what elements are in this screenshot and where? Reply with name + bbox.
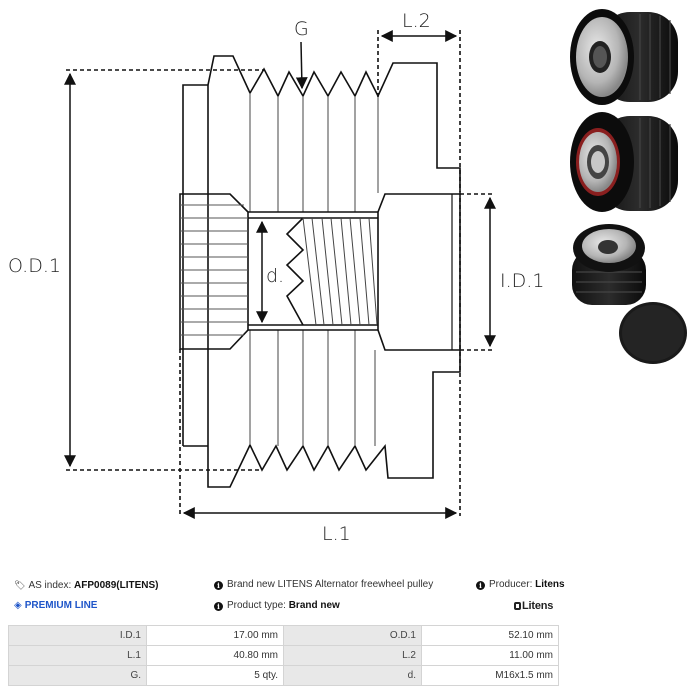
spline-hub — [179, 193, 249, 350]
threaded-bore — [248, 211, 378, 331]
litens-logo-icon — [514, 602, 521, 610]
litens-logo: Litens — [514, 600, 553, 612]
info-icon: i — [214, 602, 223, 611]
spec-label: G. — [8, 665, 147, 686]
info-icon: i — [214, 581, 223, 590]
spec-label: I.D.1 — [8, 625, 147, 646]
as-index-value: AFP0089(LITENS) — [74, 580, 159, 591]
tag-icon: 🏷︎ — [14, 580, 26, 590]
spec-value: 17.00 mm — [146, 625, 284, 646]
l2-label: L.2 — [402, 10, 431, 32]
groove-label: G — [294, 18, 309, 40]
thread-label: d. — [266, 265, 284, 287]
spec-label: L.1 — [8, 645, 147, 666]
as-index: 🏷︎AS index: AFP0089(LITENS) — [14, 580, 159, 591]
diamond-icon: ◈ — [14, 600, 22, 611]
spec-value: 11.00 mm — [421, 645, 559, 666]
spec-value: 5 qty. — [146, 665, 284, 686]
table-row: I.D.1 17.00 mm O.D.1 52.10 mm — [8, 625, 559, 646]
od-label: O.D.1 — [8, 255, 61, 277]
premium-line-link[interactable]: ◈PREMIUM LINE — [14, 600, 98, 611]
pulley-outline-bottom — [207, 350, 461, 488]
table-row: L.1 40.80 mm L.2 11.00 mm — [8, 645, 559, 666]
spec-value: 40.80 mm — [146, 645, 284, 666]
spec-label: O.D.1 — [283, 625, 422, 646]
pulley-technical-drawing: G L.2 O.D.1 I.D.1 d. L.1 — [8, 10, 544, 545]
spec-value: 52.10 mm — [421, 625, 559, 646]
info-icon: i — [476, 581, 485, 590]
producer-value: Litens — [535, 579, 565, 590]
spec-label: d. — [283, 665, 422, 686]
product-photos — [570, 9, 687, 364]
spec-table: I.D.1 17.00 mm O.D.1 52.10 mm L.1 40.80 … — [8, 625, 559, 686]
pulley-outline-top — [207, 55, 461, 192]
left-flange — [182, 84, 208, 446]
product-type-value: Brand new — [288, 600, 340, 611]
bearing-hub — [377, 193, 461, 351]
pulley-bearing-view-photo — [570, 112, 678, 212]
thread-profile — [285, 217, 305, 326]
id-label: I.D.1 — [500, 270, 544, 292]
pulley-small-view-photo — [572, 224, 646, 305]
spec-value: M16x1.5 mm — [421, 665, 559, 686]
l1-label: L.1 — [322, 523, 351, 545]
spec-label: L.2 — [283, 645, 422, 666]
pulley-front-view-photo — [570, 9, 678, 105]
table-row: G. 5 qty. d. M16x1.5 mm — [8, 665, 559, 686]
